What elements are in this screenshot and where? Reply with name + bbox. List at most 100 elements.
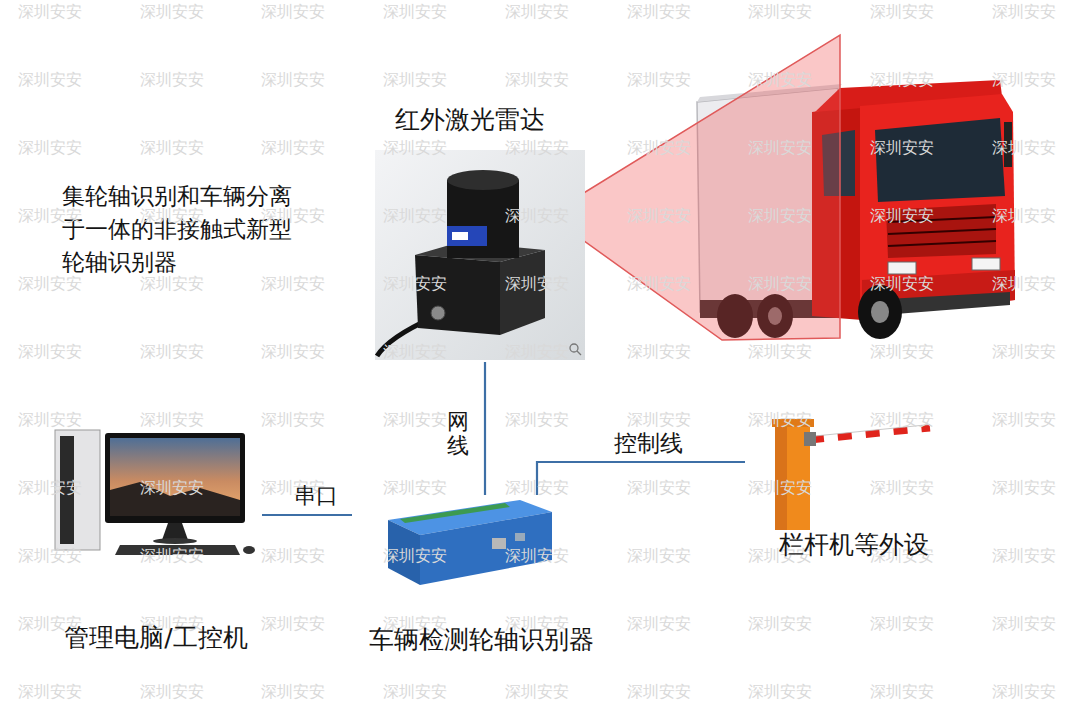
watermark-text: 深圳安安 xyxy=(870,343,934,361)
barrier-hinge xyxy=(804,432,816,446)
watermark-text: 深圳安安 xyxy=(505,71,569,89)
watermark-text: 深圳安安 xyxy=(627,343,691,361)
watermark-text: 深圳安安 xyxy=(870,139,934,157)
watermark-text: 深圳安安 xyxy=(748,411,812,429)
lidar-connector xyxy=(431,306,445,320)
watermark-text: 深圳安安 xyxy=(261,547,325,565)
watermark-text: 深圳安安 xyxy=(140,683,204,701)
watermark-text: 深圳安安 xyxy=(18,207,82,225)
watermark-text: 深圳安安 xyxy=(748,479,812,497)
device-label: 栏杆机等外设 xyxy=(779,530,929,560)
watermark-text: 深圳安安 xyxy=(627,3,691,21)
watermark-text: 深圳安安 xyxy=(505,411,569,429)
truck-wheel xyxy=(858,285,902,339)
watermark-text: 深圳安安 xyxy=(383,3,447,21)
watermark-text: 深圳安安 xyxy=(18,275,82,293)
watermark-text: 深圳安安 xyxy=(505,275,569,293)
watermark-text: 深圳安安 xyxy=(505,547,569,565)
device-label: 管理电脑/工控机 xyxy=(64,623,247,653)
watermark-text: 深圳安安 xyxy=(505,343,569,361)
grille-bar xyxy=(888,229,996,234)
watermark-text: 深圳安安 xyxy=(261,343,325,361)
watermark-text: 深圳安安 xyxy=(627,615,691,633)
watermark-text: 深圳安安 xyxy=(992,275,1056,293)
watermark-text: 深圳安安 xyxy=(992,3,1056,21)
zoom-icon xyxy=(570,344,578,352)
connection-label: 网线 xyxy=(447,410,469,458)
monitor-stand xyxy=(162,523,188,540)
watermark-text: 深圳安安 xyxy=(261,275,325,293)
watermark-text: 深圳安安 xyxy=(870,683,934,701)
watermark-text: 深圳安安 xyxy=(383,139,447,157)
watermark-text: 深圳安安 xyxy=(140,139,204,157)
connection-label: 控制线 xyxy=(614,430,683,458)
watermark-text: 深圳安安 xyxy=(992,615,1056,633)
watermark-text: 深圳安安 xyxy=(18,139,82,157)
watermark-text: 深圳安安 xyxy=(261,615,325,633)
zoom-icon xyxy=(577,351,581,355)
watermark-text: 深圳安安 xyxy=(18,683,82,701)
watermark-text: 深圳安安 xyxy=(505,683,569,701)
detector-illustration xyxy=(388,500,552,585)
watermark-text: 深圳安安 xyxy=(383,479,447,497)
windshield xyxy=(875,118,1005,202)
watermark-text: 深圳安安 xyxy=(870,615,934,633)
mouse xyxy=(243,546,255,554)
watermark-text: 深圳安安 xyxy=(18,71,82,89)
watermark-text: 深圳安安 xyxy=(627,275,691,293)
watermark-text: 深圳安安 xyxy=(627,207,691,225)
watermark-text: 深圳安安 xyxy=(870,275,934,293)
watermark-text: 深圳安安 xyxy=(18,343,82,361)
barrier-illustration xyxy=(772,419,930,530)
cable-line xyxy=(262,514,352,516)
watermark-text: 深圳安安 xyxy=(261,683,325,701)
monitor-screen xyxy=(110,438,240,516)
watermark-text: 深圳安安 xyxy=(627,479,691,497)
watermark-text: 深圳安安 xyxy=(383,547,447,565)
device-label: 车辆检测轮轴识别器 xyxy=(369,625,594,655)
connection-label: 串口 xyxy=(294,483,338,509)
watermark-text: 深圳安安 xyxy=(383,207,447,225)
headlight xyxy=(972,258,1000,270)
watermark-text: 深圳安安 xyxy=(140,71,204,89)
watermark-text: 深圳安安 xyxy=(870,3,934,21)
watermark-text: 深圳安安 xyxy=(748,275,812,293)
watermark-text: 深圳安安 xyxy=(748,71,812,89)
watermark-text: 深圳安安 xyxy=(140,207,204,225)
watermark-text: 深圳安安 xyxy=(748,3,812,21)
computer-node: 管理电脑/工控机 xyxy=(50,425,262,657)
port xyxy=(515,533,525,541)
watermark-text: 深圳安安 xyxy=(140,411,204,429)
watermark-text: 深圳安安 xyxy=(383,343,447,361)
barrier-arm xyxy=(810,428,930,440)
watermark-text: 深圳安安 xyxy=(505,139,569,157)
watermark-text: 深圳安安 xyxy=(261,207,325,225)
barrier-arm-stripes xyxy=(810,428,930,440)
watermark-text: 深圳安安 xyxy=(18,479,82,497)
watermark-text: 深圳安安 xyxy=(992,411,1056,429)
note-text: 集轮轴识别和车辆分离 于一体的非接触式新型 轮轴识别器 xyxy=(62,180,302,279)
lidar-window xyxy=(447,226,487,246)
wheel-hub xyxy=(871,301,889,323)
watermark-text: 深圳安安 xyxy=(992,683,1056,701)
photo-background xyxy=(375,150,585,360)
watermark-text: 深圳安安 xyxy=(505,3,569,21)
lidar-base-front xyxy=(415,255,500,335)
watermark-text: 深圳安安 xyxy=(261,139,325,157)
watermark-text: 深圳安安 xyxy=(627,139,691,157)
watermark-text: 深圳安安 xyxy=(992,479,1056,497)
lidar-label xyxy=(452,232,468,240)
watermark-text: 深圳安安 xyxy=(140,275,204,293)
watermark-text: 深圳安安 xyxy=(870,479,934,497)
grille-bar xyxy=(888,241,996,246)
watermark-text: 深圳安安 xyxy=(140,547,204,565)
watermark-text: 深圳安安 xyxy=(627,547,691,565)
watermark-text: 深圳安安 xyxy=(18,3,82,21)
device-label: 红外激光雷达 xyxy=(395,105,545,135)
watermark-text: 深圳安安 xyxy=(627,683,691,701)
monitor-frame xyxy=(105,433,245,523)
watermark-text: 深圳安安 xyxy=(140,479,204,497)
watermark-text: 深圳安安 xyxy=(992,343,1056,361)
watermark-text: 深圳安安 xyxy=(748,207,812,225)
